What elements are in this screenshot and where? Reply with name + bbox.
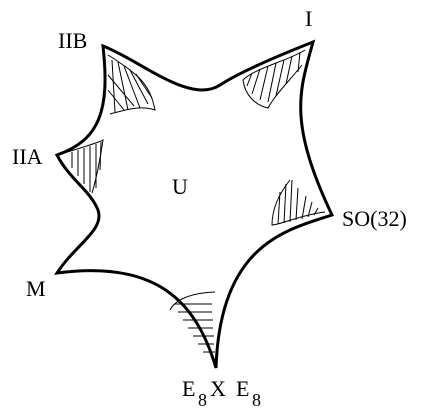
e8-hatch-region (169, 291, 216, 353)
vertex-label-iia: IIA (12, 144, 43, 169)
iib-hatch-region (107, 54, 156, 115)
iia-hatch-region (63, 138, 104, 194)
vertex-label-so32: SO(32) (342, 206, 407, 231)
e8-right-sub: 8 (252, 390, 261, 410)
vertex-label-iib: IIB (58, 28, 87, 53)
so32-hatch-region (271, 179, 326, 226)
vertex-label-e8xe8: E 8 X E 8 (182, 376, 261, 410)
e8-left-sub: 8 (198, 390, 207, 410)
e8-cross: X (210, 376, 226, 401)
e8-right-main: E (236, 376, 249, 401)
center-label: U (172, 174, 188, 199)
moduli-space-boundary (53, 39, 335, 369)
i-hatch-region (242, 49, 306, 109)
e8-left-main: E (182, 376, 195, 401)
vertex-label-i: I (305, 6, 312, 31)
vertex-label-m: M (26, 276, 46, 301)
